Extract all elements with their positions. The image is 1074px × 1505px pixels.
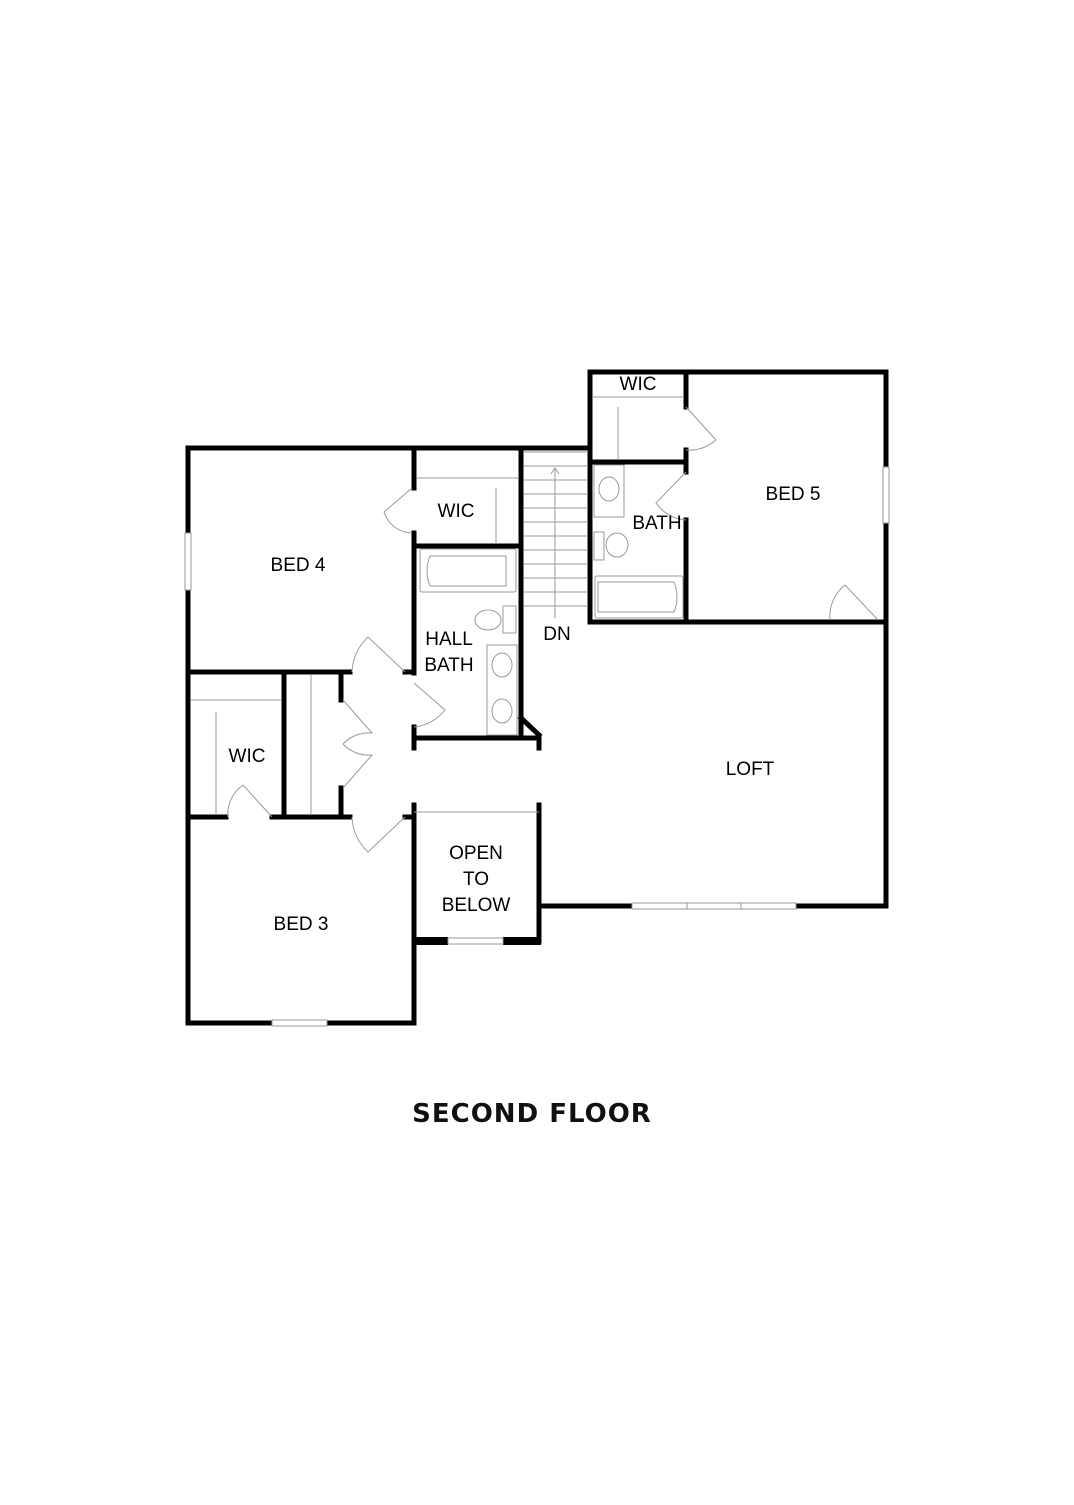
fixtures [419, 464, 684, 736]
room-label-open-1: OPEN [449, 843, 503, 864]
room-label-bed5: BED 5 [766, 484, 821, 505]
room-label-hall-bath-2: BATH [424, 655, 473, 676]
room-label-bath: BATH [632, 513, 681, 534]
room-label-wic-bed5: WIC [620, 374, 657, 395]
stairs-down-label: DN [543, 624, 570, 645]
room-label-open-2: TO [463, 869, 489, 890]
room-label-wic-bed3: WIC [229, 746, 266, 767]
doors [191, 396, 879, 853]
room-labels: WIC BED 5 BATH WIC BED 4 HALL BATH DN LO… [229, 374, 821, 935]
floor-title: SECOND FLOOR [412, 1099, 652, 1129]
windows [184, 466, 890, 1027]
room-label-bed3: BED 3 [274, 914, 329, 935]
room-label-hall-bath-1: HALL [425, 629, 473, 650]
stairs [524, 451, 588, 618]
room-label-wic-bed4: WIC [438, 501, 475, 522]
walls [185, 369, 889, 1026]
room-label-open-3: BELOW [442, 895, 511, 916]
room-label-bed4: BED 4 [271, 555, 326, 576]
room-label-loft: LOFT [726, 759, 775, 780]
